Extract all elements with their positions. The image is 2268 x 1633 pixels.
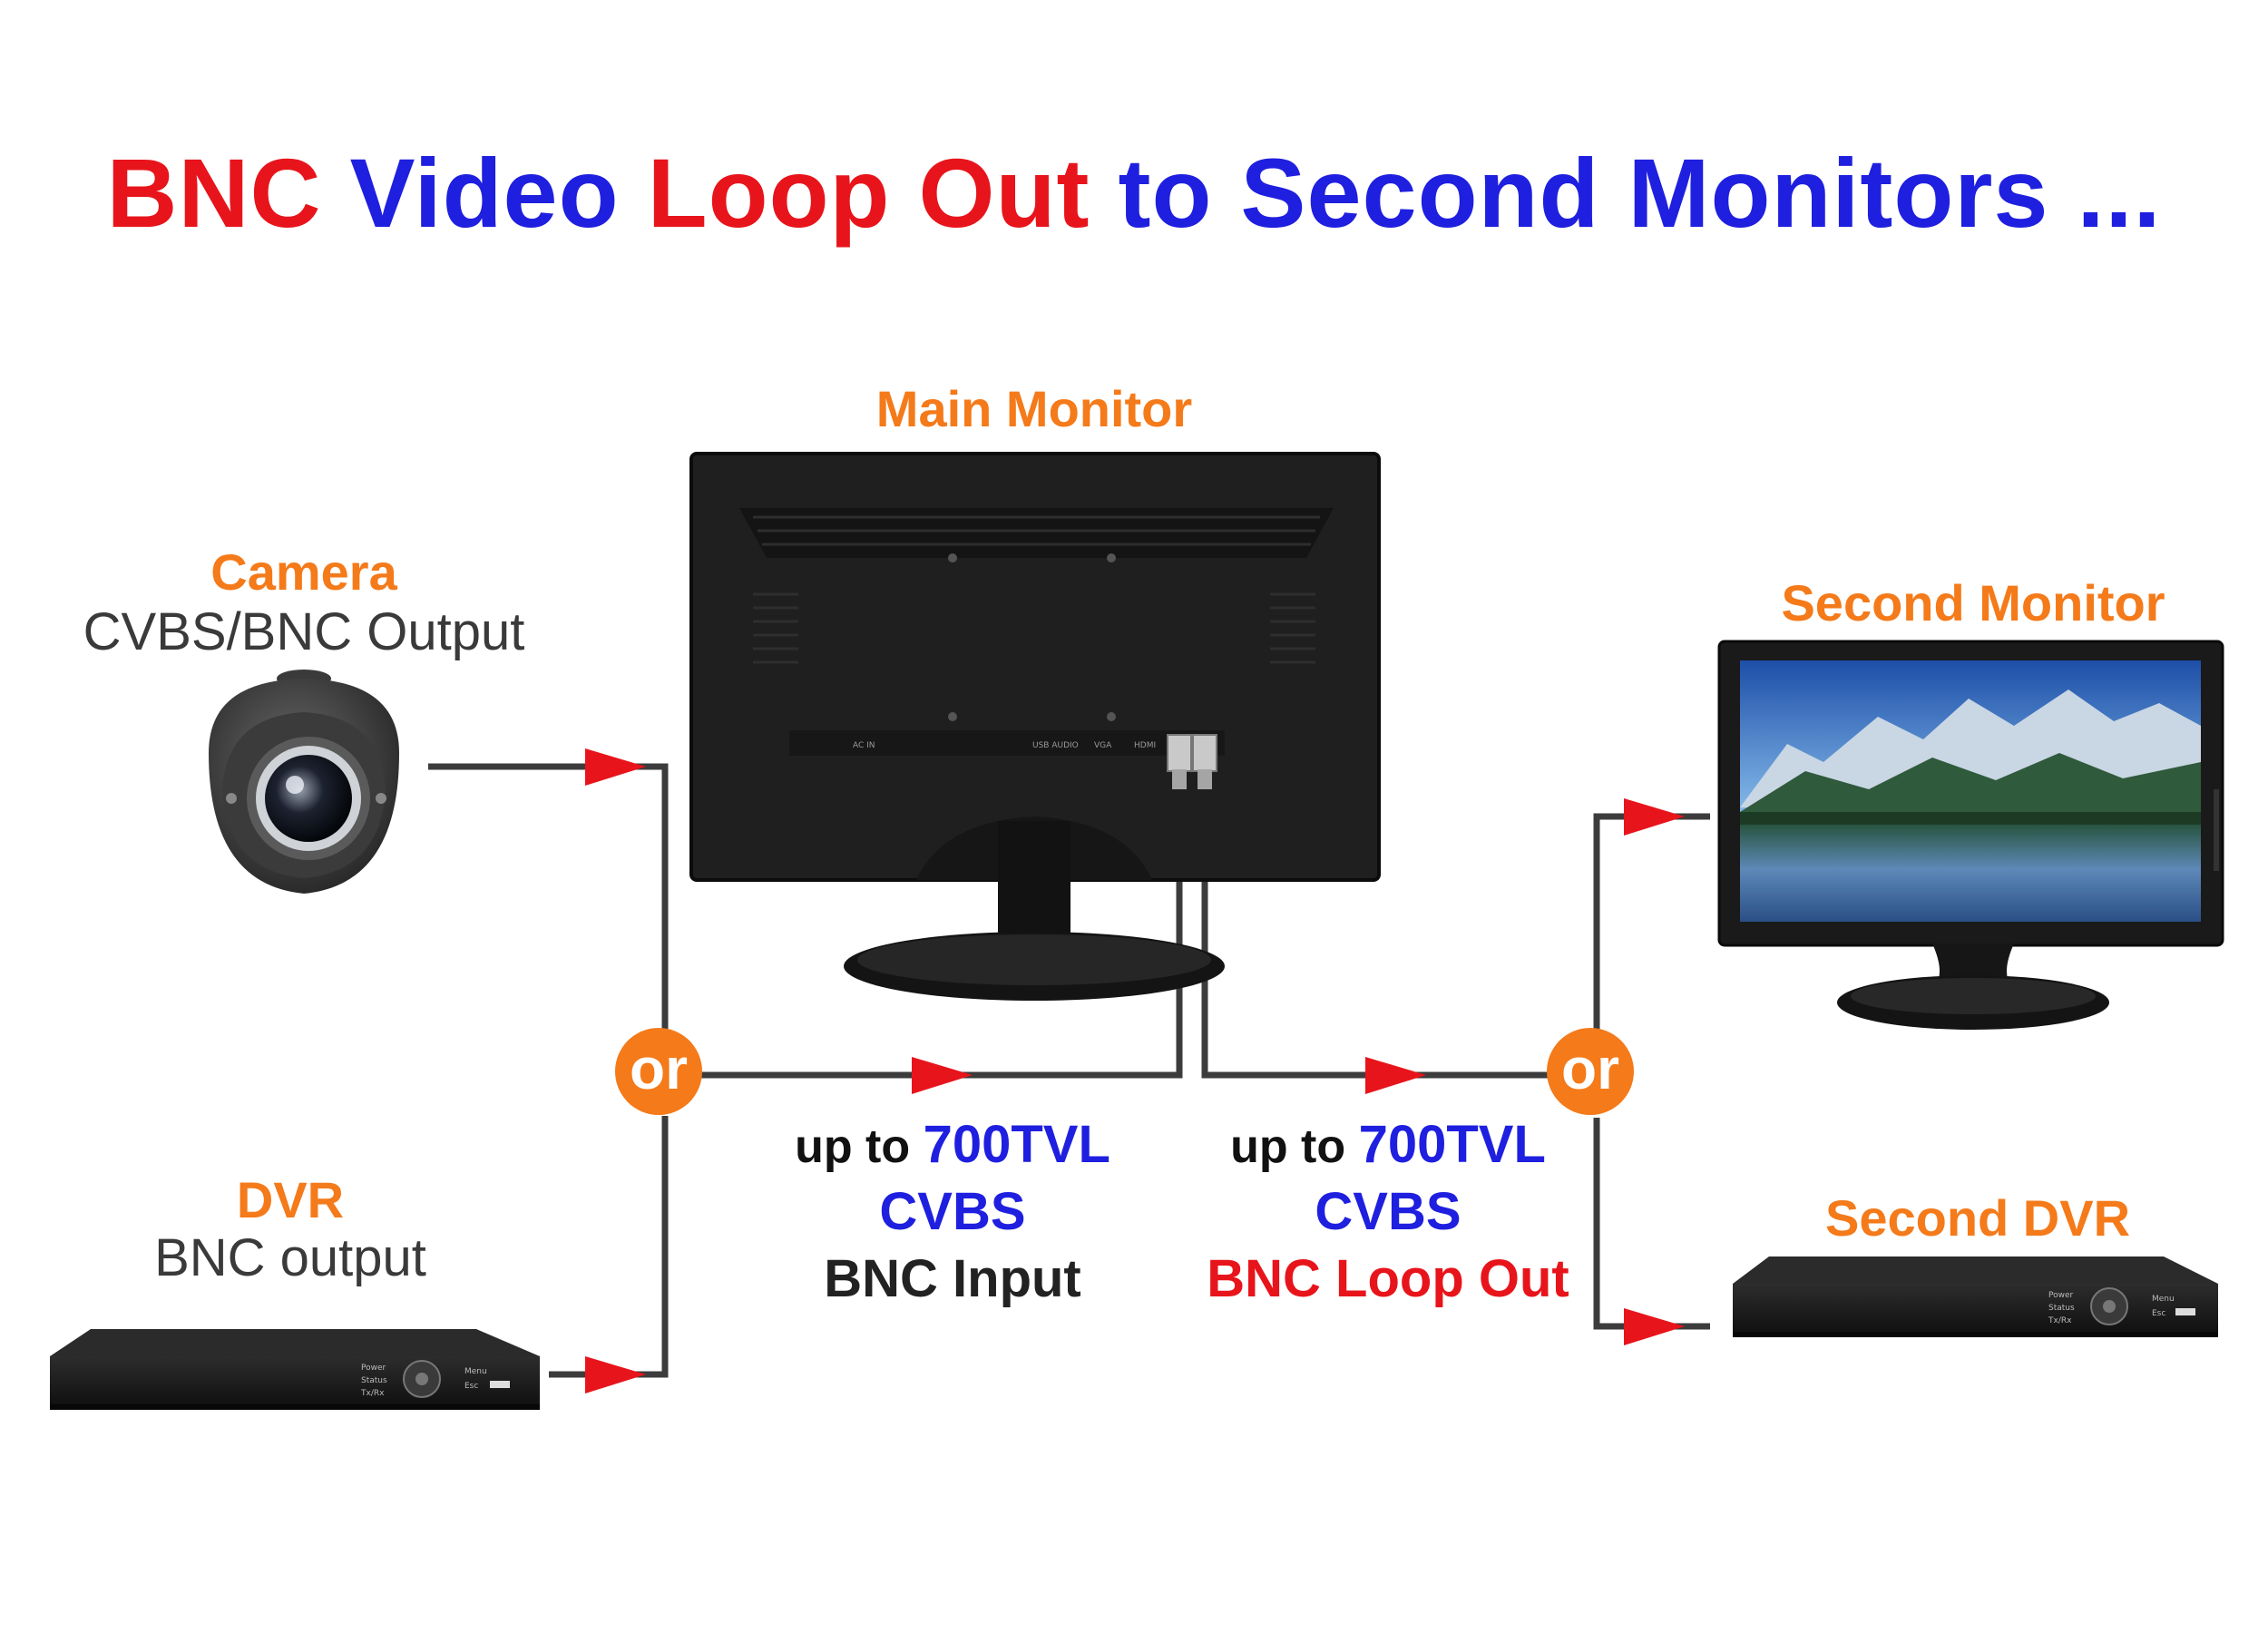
camera-device — [209, 670, 399, 894]
dvr-panel-status: Status — [361, 1376, 387, 1385]
arrow-bnc-loop-out-h — [1365, 1057, 1426, 1094]
second-dvr-panel-txrx: Tx/Rx — [2048, 1316, 2072, 1325]
cable-to-second-monitor — [1593, 813, 1710, 1034]
or-badge-left: or — [615, 1028, 702, 1115]
arrow-camera — [585, 748, 646, 786]
output-spec-type: BNC Loop Out — [1207, 1249, 1569, 1309]
output-spec-tvl: 700TVL — [1358, 1115, 1546, 1174]
input-spec-resolution: up to 700TVL — [726, 1111, 1179, 1178]
input-spec-format: CVBS — [879, 1182, 1026, 1242]
second-monitor-label: Second Monitor — [1781, 574, 2165, 631]
title-bnc: BNC — [106, 138, 322, 248]
output-spec-format: CVBS — [1315, 1182, 1461, 1242]
port-hdmi: HDMI — [1134, 741, 1156, 750]
input-spec-type: BNC Input — [824, 1249, 1081, 1309]
second-dvr-panel-power: Power — [2048, 1291, 2074, 1300]
vent-slots — [753, 515, 1320, 664]
cable-camera — [428, 763, 669, 1073]
arrow-second-monitor — [1624, 798, 1685, 836]
second-dvr-panel-menu: Menu — [2152, 1295, 2175, 1304]
port-ac-in: AC IN — [853, 741, 875, 750]
title-video: Video — [349, 138, 620, 248]
bnc-connector-input — [1167, 734, 1192, 789]
second-dvr-panel-status: Status — [2048, 1304, 2075, 1313]
dvr-device: Power Status Tx/Rx Menu Esc — [50, 1329, 540, 1410]
main-monitor-label: Main Monitor — [875, 380, 1193, 437]
dvr-panel-menu: Menu — [464, 1367, 487, 1376]
second-dvr-label: Second DVR — [1824, 1189, 2131, 1247]
dvr-panel-esc: Esc — [464, 1382, 478, 1391]
or-badge-right: or — [1547, 1028, 1634, 1115]
second-monitor-device — [1717, 640, 2224, 1030]
input-spec-prefix: up to — [795, 1120, 911, 1173]
camera-label: Camera — [210, 543, 397, 601]
output-spec-block: up to 700TVL CVBS BNC Loop Out — [1161, 1111, 1615, 1314]
cable-dvr — [549, 1116, 669, 1378]
input-spec-block: up to 700TVL CVBS BNC Input — [726, 1111, 1179, 1314]
second-dvr-device: Power Status Tx/Rx Menu Esc — [1733, 1257, 2218, 1337]
output-spec-resolution: up to 700TVL — [1161, 1111, 1615, 1178]
title-loop-out: Loop Out — [647, 138, 1090, 248]
input-spec-tvl: 700TVL — [923, 1115, 1110, 1174]
dvr-sublabel: BNC output — [154, 1228, 426, 1287]
diagram-title: BNC Video Loop Out to Second Monitors ..… — [0, 136, 2268, 249]
dvr-panel-txrx: Tx/Rx — [360, 1389, 385, 1398]
dvr-panel-power: Power — [361, 1364, 386, 1373]
bnc-connector-loop-out — [1192, 734, 1217, 789]
arrow-bnc-input-h — [912, 1057, 973, 1094]
port-vga: VGA — [1094, 741, 1112, 750]
output-spec-prefix: up to — [1230, 1120, 1346, 1173]
second-dvr-panel-esc: Esc — [2152, 1309, 2165, 1318]
port-usb-audio: USB AUDIO — [1032, 741, 1079, 750]
title-second-monitors: to Second Monitors ... — [1118, 138, 2162, 248]
main-monitor-device: AC IN USB AUDIO VGA HDMI — [689, 452, 1381, 1001]
dvr-label: DVR — [236, 1171, 345, 1228]
arrow-dvr — [585, 1356, 646, 1393]
camera-sublabel: CVBS/BNC Output — [83, 602, 525, 661]
arrow-second-dvr — [1624, 1308, 1685, 1345]
